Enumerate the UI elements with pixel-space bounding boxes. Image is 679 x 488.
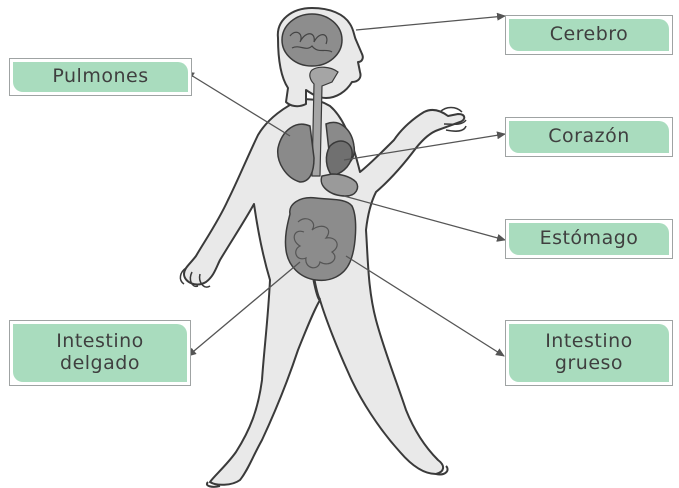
arrow-brain <box>356 16 505 30</box>
brain-organ <box>282 14 342 66</box>
arrow-lungs <box>186 72 290 136</box>
label-lungs: Pulmones <box>9 58 192 96</box>
label-brain-text: Cerebro <box>509 19 669 51</box>
label-small-intestine-text: Intestino delgado <box>13 324 187 382</box>
label-stomach-text: Estómago <box>509 223 669 255</box>
label-small-intestine-line2: delgado <box>60 353 140 375</box>
label-large-intestine-line1: Intestino <box>545 331 633 353</box>
label-large-intestine-text: Intestino grueso <box>509 324 669 382</box>
label-large-intestine: Intestino grueso <box>505 320 673 386</box>
label-stomach: Estómago <box>505 219 673 259</box>
label-heart: Corazón <box>505 117 673 157</box>
label-lungs-text: Pulmones <box>13 62 188 92</box>
label-brain: Cerebro <box>505 15 673 55</box>
label-small-intestine-line1: Intestino <box>56 331 144 353</box>
label-large-intestine-line2: grueso <box>555 353 623 375</box>
label-small-intestine: Intestino delgado <box>9 320 191 386</box>
label-heart-text: Corazón <box>509 121 669 153</box>
